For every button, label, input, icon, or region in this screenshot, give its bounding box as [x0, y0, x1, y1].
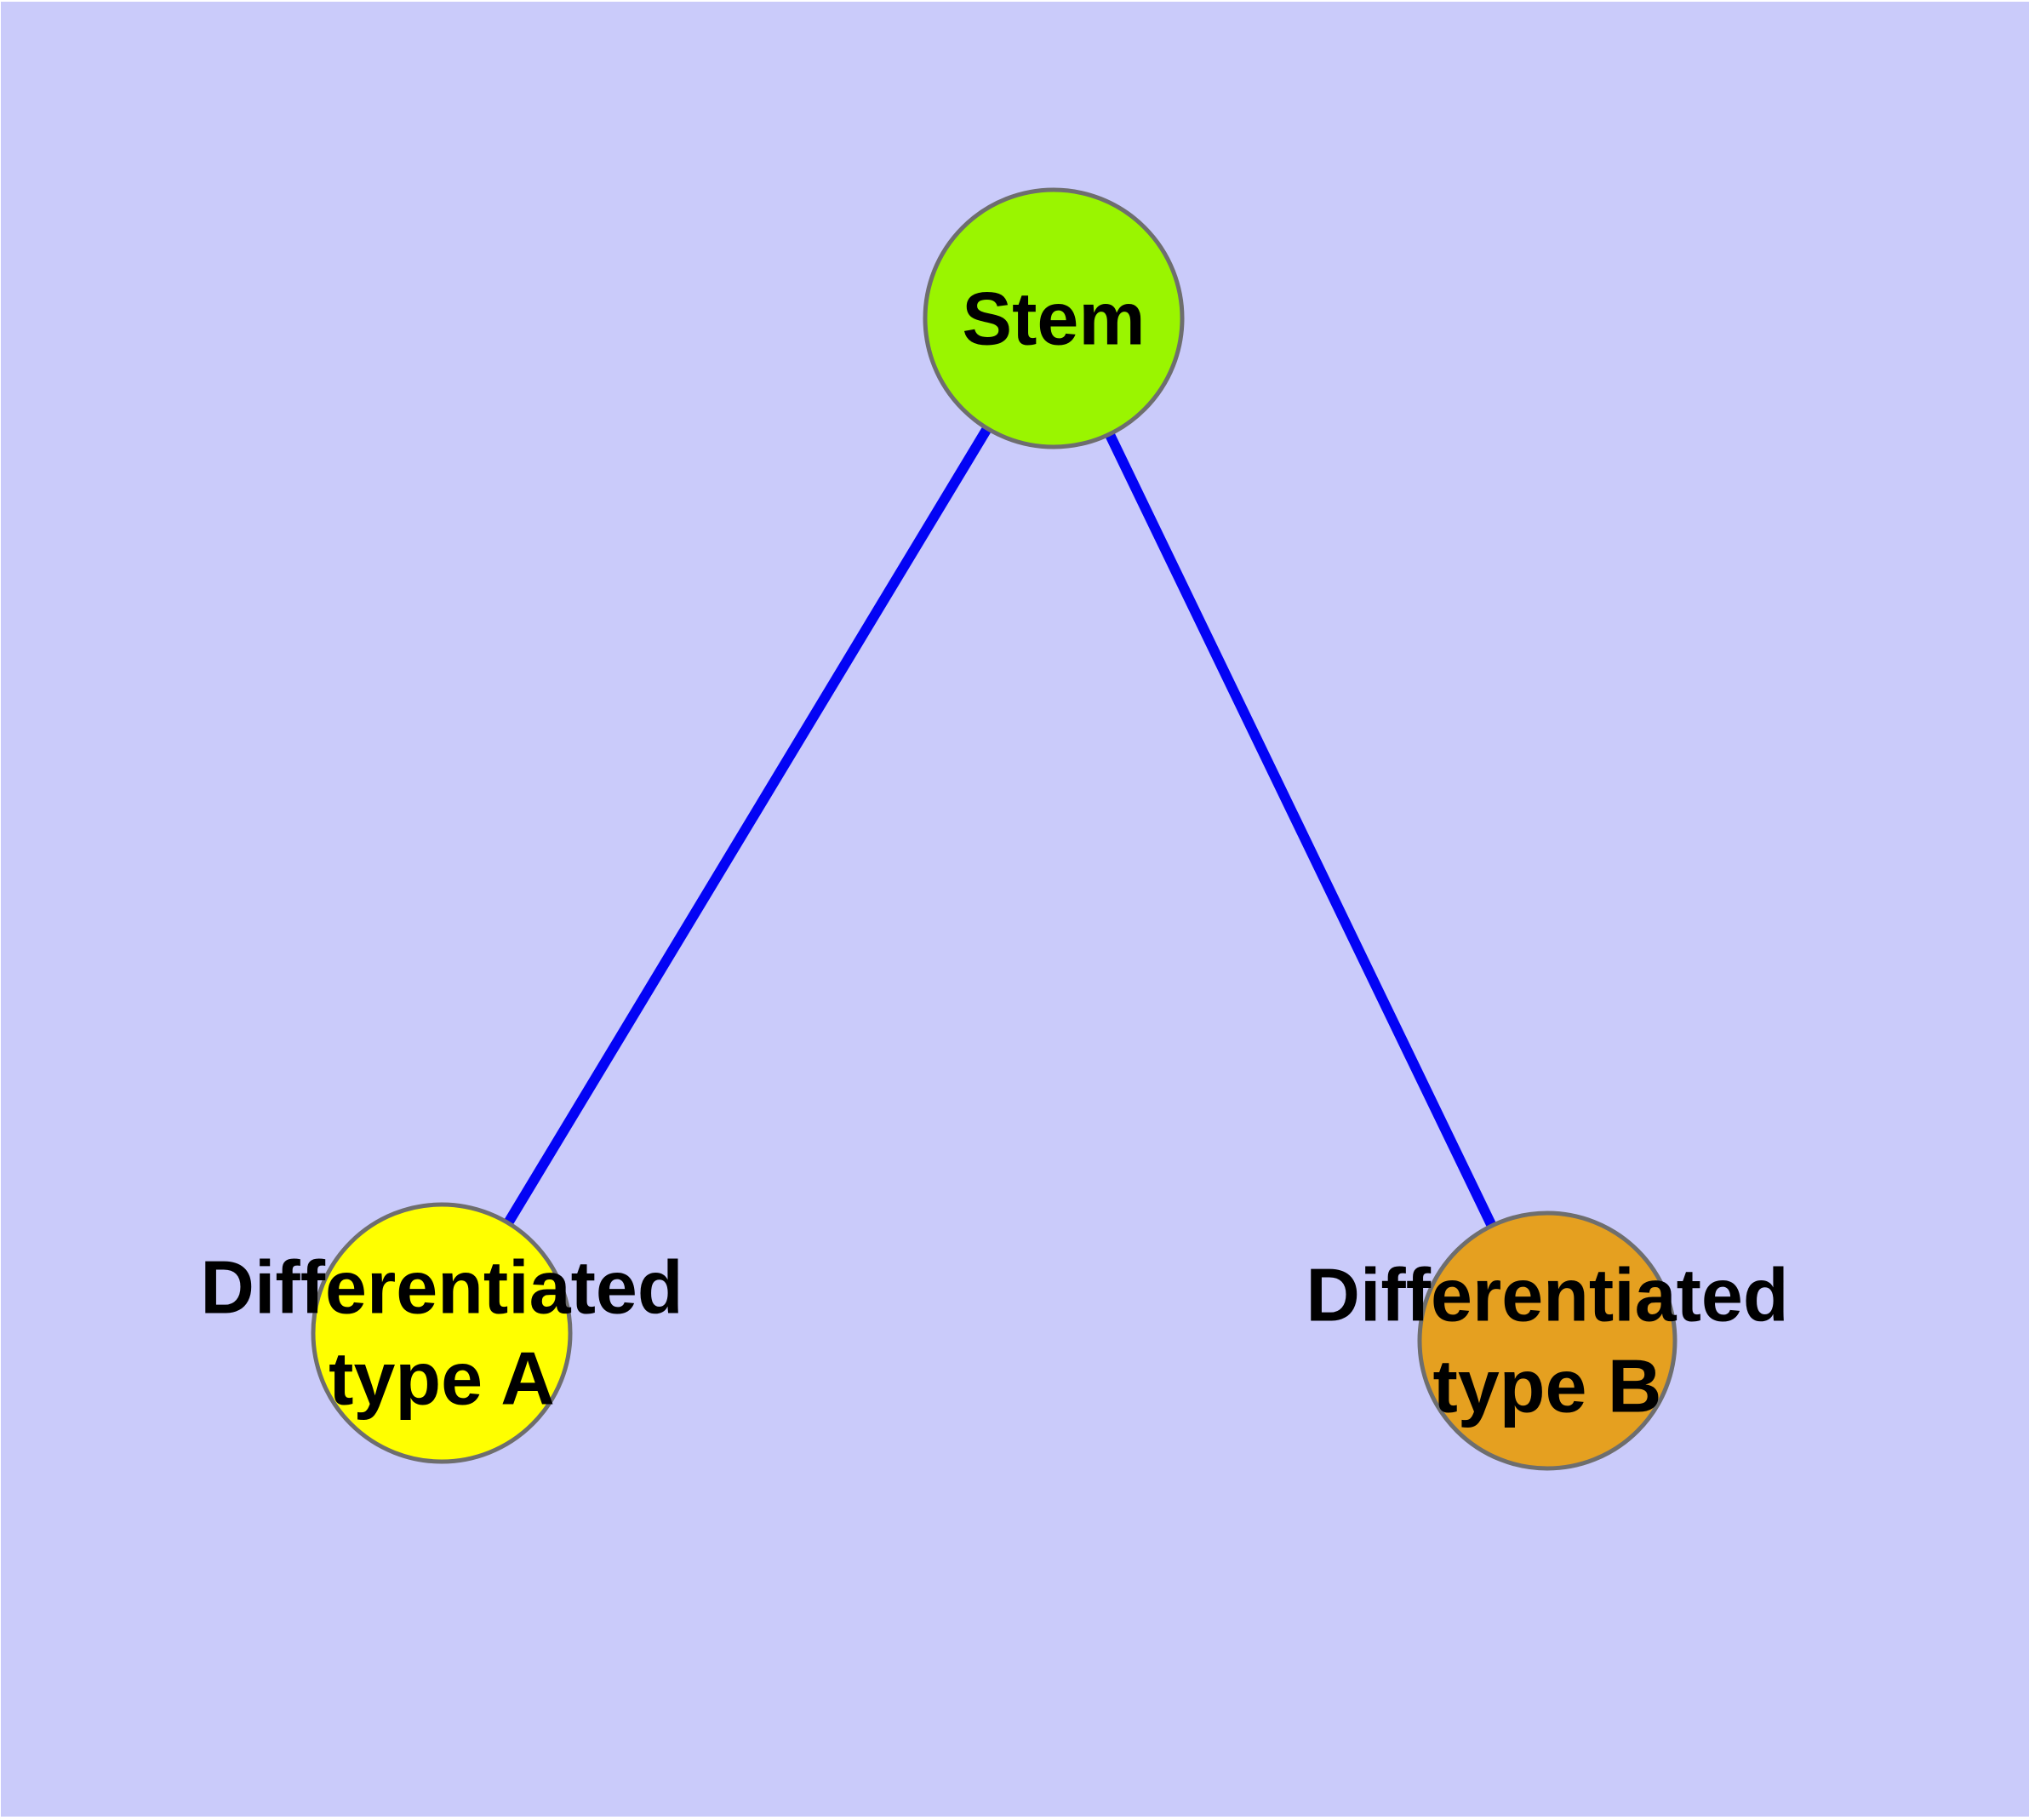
node-circle-differentiated-type-b [1417, 1210, 1677, 1471]
edge-stem-to-differentiated-type-a [437, 315, 1059, 1336]
node-label-line: type A [329, 1336, 555, 1421]
edge-stem-to-differentiated-type-b [1049, 316, 1552, 1343]
node-circle-stem [923, 187, 1185, 449]
node-circle-differentiated-type-a [311, 1202, 573, 1464]
node-label-line: Differentiated [1306, 1252, 1789, 1337]
node-label-line: Stem [962, 276, 1146, 361]
node-label-stem: Stem [962, 272, 1145, 363]
node-label-line: type B [1432, 1344, 1662, 1428]
node-label-line: Differentiated [200, 1245, 683, 1330]
